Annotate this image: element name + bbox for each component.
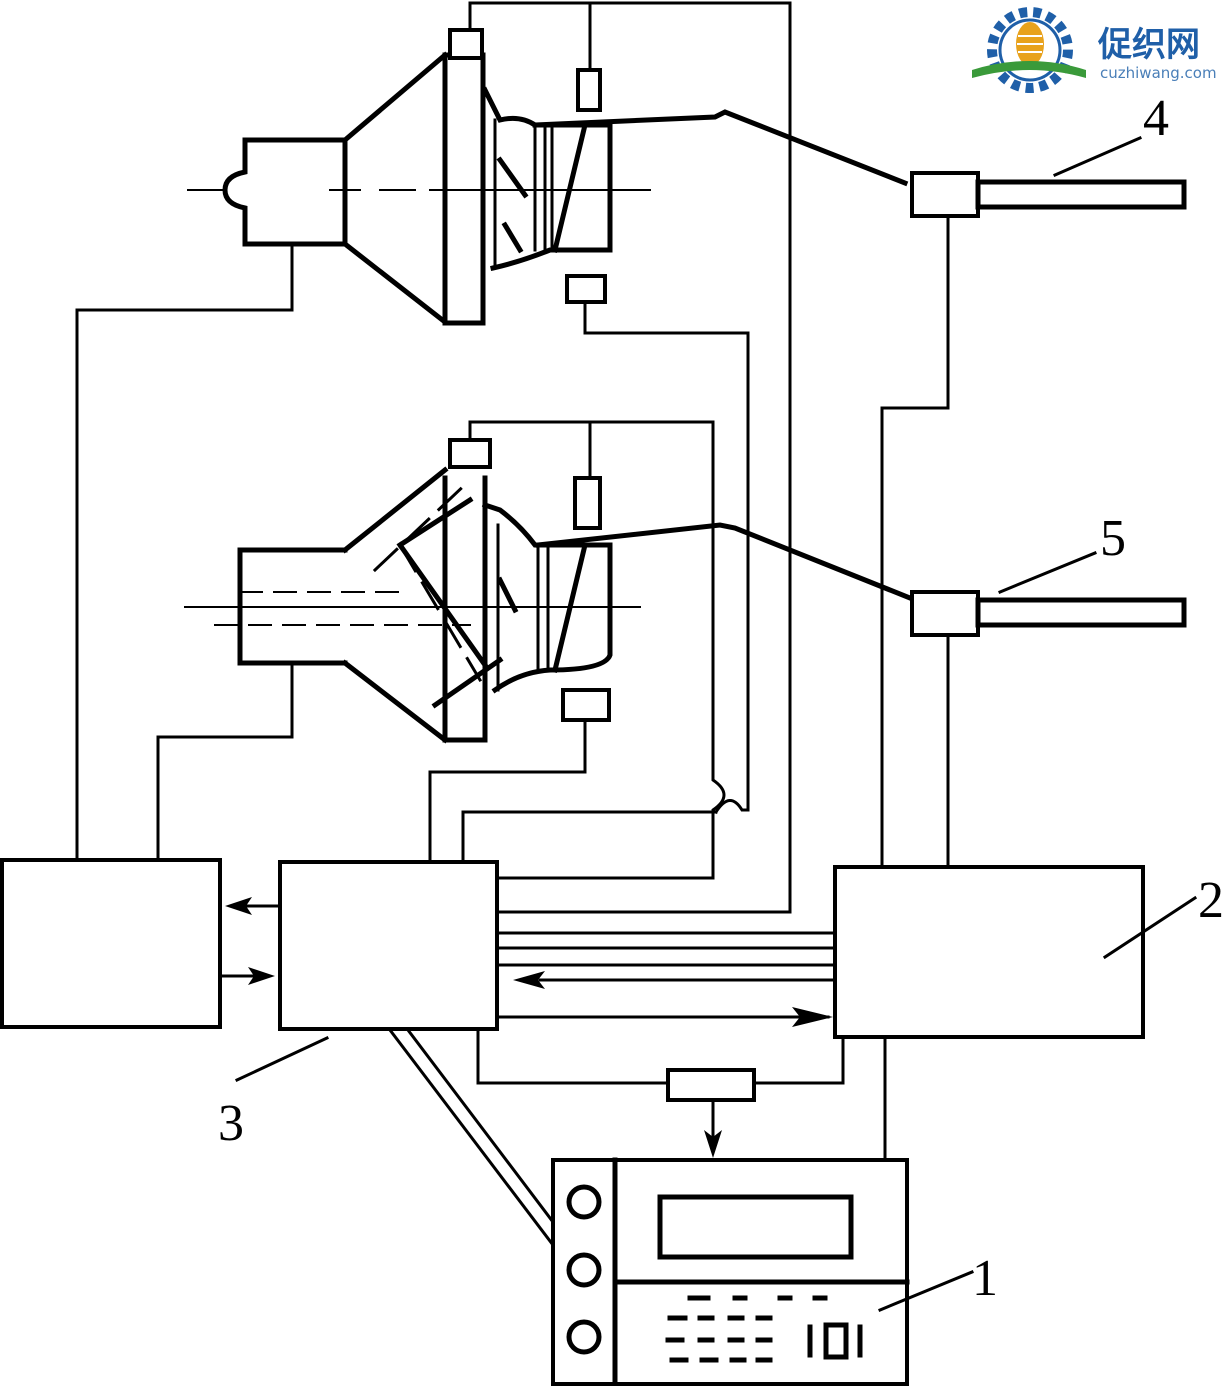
grain-icon	[1016, 22, 1044, 66]
sensor-5	[910, 590, 1187, 637]
arrows	[220, 897, 833, 1158]
knob-2	[566, 1252, 602, 1288]
box-2	[833, 865, 1145, 1039]
leaf-icon	[972, 61, 1086, 78]
watermark-domain: cuzhiwang.com	[1100, 64, 1217, 82]
left-control-box	[0, 858, 222, 1029]
callouts: 4 5 2 3 1	[218, 90, 1224, 1312]
wiring	[75, 1, 950, 1248]
sensor-4	[910, 171, 1187, 218]
label-5: 5	[1100, 510, 1126, 567]
watermark-name: 促织网	[1097, 25, 1200, 65]
connector-block	[666, 1068, 756, 1102]
knob-3	[566, 1319, 602, 1355]
label-1: 1	[972, 1250, 998, 1307]
lower-machine	[184, 438, 914, 744]
label-4: 4	[1143, 90, 1169, 147]
label-2: 2	[1198, 872, 1224, 929]
watermark-logo: 促织网 cuzhiwang.com	[972, 7, 1217, 93]
display-screen	[657, 1194, 854, 1260]
label-3: 3	[218, 1095, 244, 1152]
upper-machine	[187, 28, 909, 326]
instrument-1	[551, 1157, 910, 1386]
box-3	[278, 860, 499, 1031]
knob-1	[566, 1184, 602, 1220]
